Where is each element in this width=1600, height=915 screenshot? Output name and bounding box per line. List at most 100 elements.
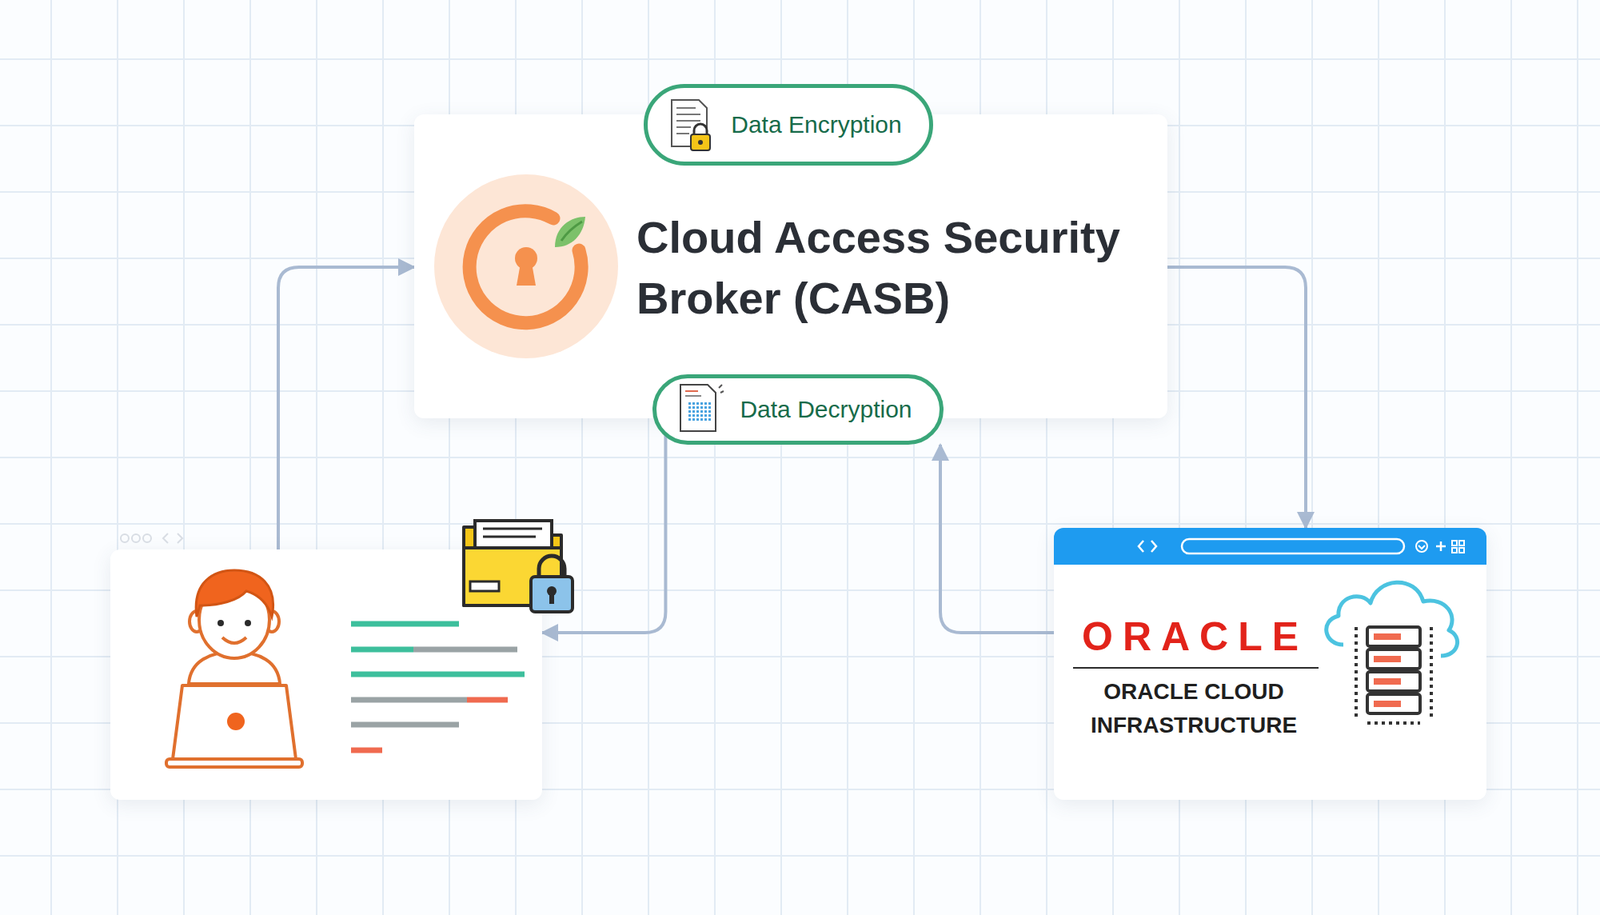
drawing-part <box>688 418 691 421</box>
drawing-part <box>1367 671 1421 691</box>
drawing-part <box>351 722 459 728</box>
drawing-part <box>1367 649 1421 669</box>
drawing-part <box>143 534 152 543</box>
drawing-part <box>698 139 703 145</box>
drawing-part <box>1373 655 1401 663</box>
drawing-part <box>685 390 699 392</box>
drawing-part <box>1138 540 1157 552</box>
drawing-part <box>694 123 707 136</box>
locked-folder-icon <box>458 515 579 616</box>
drawing-part <box>700 410 703 413</box>
drawing-part <box>685 395 702 397</box>
drawing-part <box>474 520 552 550</box>
drawing-part <box>1367 626 1421 647</box>
drawing-part <box>470 581 499 591</box>
drawing-part <box>482 527 543 531</box>
drawing-part <box>696 418 699 421</box>
drawing-part <box>538 555 565 579</box>
drawing-part <box>1373 633 1401 707</box>
drawing-part <box>1418 545 1425 549</box>
drawing-part <box>413 646 518 653</box>
drawing-part <box>516 263 536 286</box>
drawing-part <box>685 395 702 397</box>
drawing-part <box>120 534 129 543</box>
drawing-part <box>692 406 695 409</box>
pill-label: Data Encryption <box>730 111 902 139</box>
drawing-part <box>554 216 586 248</box>
drawing-part <box>708 402 711 405</box>
drawing-part <box>700 402 703 405</box>
cloud-name: ORACLE CLOUD INFRASTRUCTURE <box>1073 674 1314 743</box>
drawing-part <box>1373 678 1401 685</box>
drawing-part <box>676 119 701 122</box>
drawing-part <box>696 402 699 405</box>
drawing-part <box>1181 538 1405 554</box>
drawing-part <box>700 406 703 409</box>
drawing-part <box>688 414 691 417</box>
drawing-part <box>351 621 459 627</box>
cloud-window-art <box>1053 527 1487 800</box>
drawing-part <box>351 623 525 751</box>
drawing-part <box>166 758 303 767</box>
drawing-part <box>1416 540 1428 552</box>
document-icon <box>668 98 717 152</box>
drawing-part <box>172 685 296 759</box>
drawing-part <box>1436 541 1446 551</box>
drawing-part <box>1429 626 1433 720</box>
drawing-part <box>708 418 711 421</box>
drawing-part <box>708 406 711 409</box>
drawing-part <box>1367 721 1421 725</box>
encryption-pill: Data Encryption <box>643 83 933 166</box>
drawing-part <box>351 697 467 703</box>
document-icon <box>677 383 726 436</box>
drawing-part <box>1459 540 1465 546</box>
drawing-part <box>244 619 252 627</box>
drawing-part <box>195 570 273 617</box>
drawing-part <box>704 410 707 413</box>
drawing-part <box>718 384 724 393</box>
drawing-part <box>688 410 691 413</box>
drawing-part <box>708 410 711 413</box>
drawing-part <box>676 126 691 128</box>
drawing-part <box>688 406 691 409</box>
drawing-part <box>227 712 245 731</box>
drawing-part <box>1053 527 1487 565</box>
drawing-part <box>482 535 536 539</box>
drawing-part <box>1452 547 1457 553</box>
drawing-part <box>561 221 583 241</box>
decryption-pill: Data Decryption <box>652 374 943 445</box>
drawing-part <box>351 646 414 653</box>
drawing-part <box>680 384 716 431</box>
drawing-part <box>690 134 711 151</box>
cloud-window: ORACLEORACLE CLOUD INFRASTRUCTURE <box>1053 527 1487 800</box>
drawing-part <box>700 414 703 417</box>
flow-arrow <box>278 267 415 550</box>
drawing-part <box>704 414 707 417</box>
drawing-part <box>696 414 699 417</box>
drawing-part <box>1367 694 1421 714</box>
drawing-part <box>704 406 707 409</box>
drawing-part <box>704 418 707 421</box>
drawing-part <box>696 410 699 413</box>
drawing-part <box>676 113 701 116</box>
drawing-part <box>700 418 703 421</box>
drawing-part <box>692 418 695 421</box>
drawing-part <box>676 132 690 135</box>
drawing-part <box>692 414 695 417</box>
drawing-part <box>1326 582 1458 656</box>
drawing-part <box>1459 547 1465 553</box>
drawing-part <box>549 592 555 604</box>
drawing-part <box>217 619 224 627</box>
drawing-part <box>696 406 699 409</box>
broker-title: Cloud Access Security Broker (CASB) <box>636 207 1149 329</box>
drawing-part <box>434 174 619 359</box>
drawing-part <box>1367 626 1421 714</box>
drawing-part <box>530 576 573 612</box>
drawing-part <box>351 747 383 754</box>
drawing-part <box>676 107 696 109</box>
drawing-part <box>704 402 707 405</box>
drawing-part <box>676 107 701 134</box>
drawing-part <box>692 410 695 413</box>
drawing-part <box>692 402 695 405</box>
drawing-part <box>1452 540 1457 546</box>
